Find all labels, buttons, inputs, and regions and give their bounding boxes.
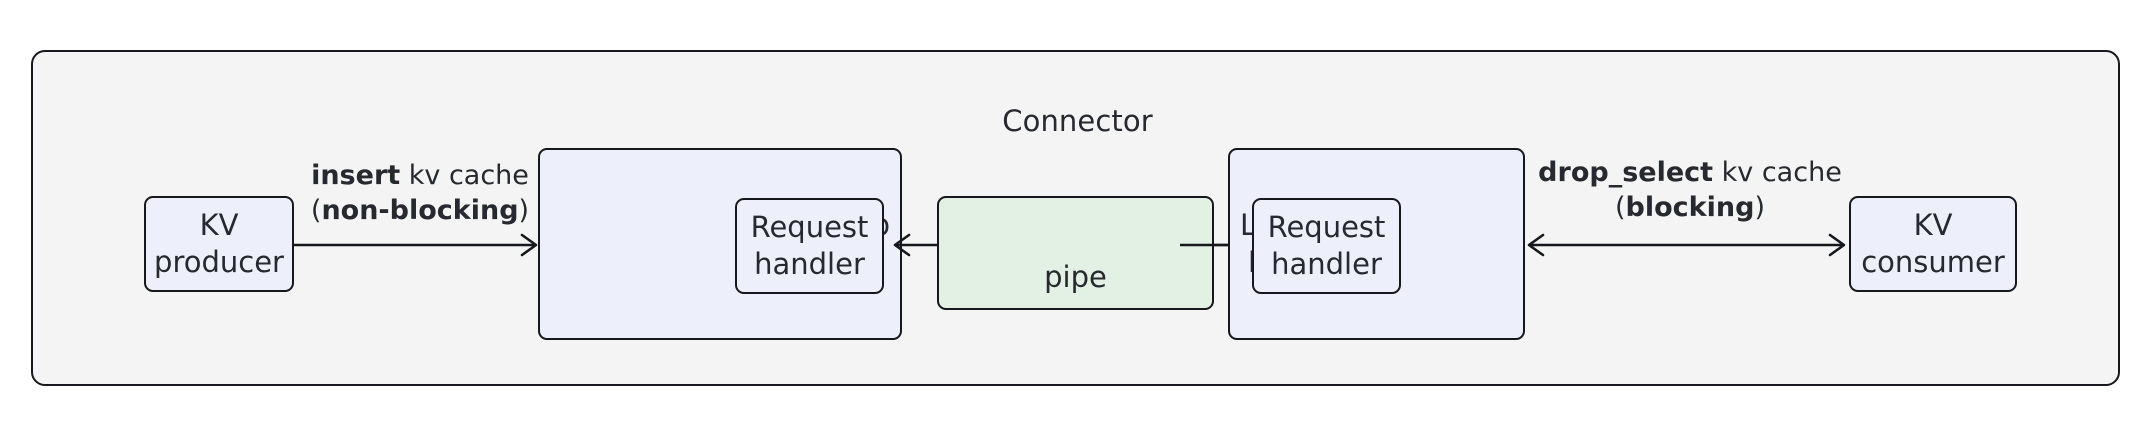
node-kv-producer[interactable]: KV producer xyxy=(144,196,294,292)
request-handler-right-line1: Request xyxy=(1267,209,1386,244)
edge-label-drop-select-open: ( xyxy=(1615,192,1626,224)
node-request-handler-right[interactable]: Request handler xyxy=(1252,198,1401,294)
edge-label-insert-bold2: non-blocking xyxy=(321,195,519,227)
node-lookup-buffer-right[interactable]: Request handler Lookup Buffer xyxy=(1228,148,1525,340)
edge-label-insert-open: ( xyxy=(310,195,322,227)
edge-label-insert-close: ) xyxy=(518,195,530,227)
edge-label-drop-select-bold2: blocking xyxy=(1625,192,1755,224)
edge-label-drop-select-line2: (blocking) xyxy=(1520,190,1860,225)
edge-label-insert-line1: insert kv cache xyxy=(230,158,610,193)
pipe-label: pipe xyxy=(1044,259,1107,294)
node-lookup-buffer-left[interactable]: Lookup Buffer Request handler xyxy=(538,148,902,340)
edge-label-drop-select-close: ) xyxy=(1754,192,1765,224)
edge-label-drop-select-bold: drop_select xyxy=(1538,157,1714,188)
edge-label-drop-select: drop_select kv cache (blocking) xyxy=(1520,155,1860,225)
node-kv-consumer[interactable]: KV consumer xyxy=(1849,196,2017,292)
kv-consumer-line2: consumer xyxy=(1861,245,2005,279)
kv-consumer-line1: KV xyxy=(1913,207,1953,242)
edge-label-insert-line2: (non-blocking) xyxy=(230,193,610,228)
edge-label-insert-rest: kv cache xyxy=(400,160,529,191)
arrow-insert xyxy=(294,233,538,257)
kv-producer-line1: KV xyxy=(199,207,239,242)
connector-title: Connector xyxy=(1002,104,1153,138)
request-handler-right-line2: handler xyxy=(1271,247,1382,281)
node-pipe[interactable]: pipe xyxy=(937,196,1214,310)
edge-label-drop-select-line1: drop_select kv cache xyxy=(1520,155,1860,190)
edge-label-insert-bold: insert xyxy=(311,160,401,191)
arrow-drop-select xyxy=(1527,233,1846,257)
kv-producer-line2: producer xyxy=(154,245,284,279)
node-request-handler-left[interactable]: Request handler xyxy=(735,198,884,294)
request-handler-left-line2: handler xyxy=(754,247,865,281)
edge-label-drop-select-rest: kv cache xyxy=(1713,157,1842,188)
request-handler-left-line1: Request xyxy=(750,209,869,244)
edge-label-insert: insert kv cache (non-blocking) xyxy=(230,158,610,228)
